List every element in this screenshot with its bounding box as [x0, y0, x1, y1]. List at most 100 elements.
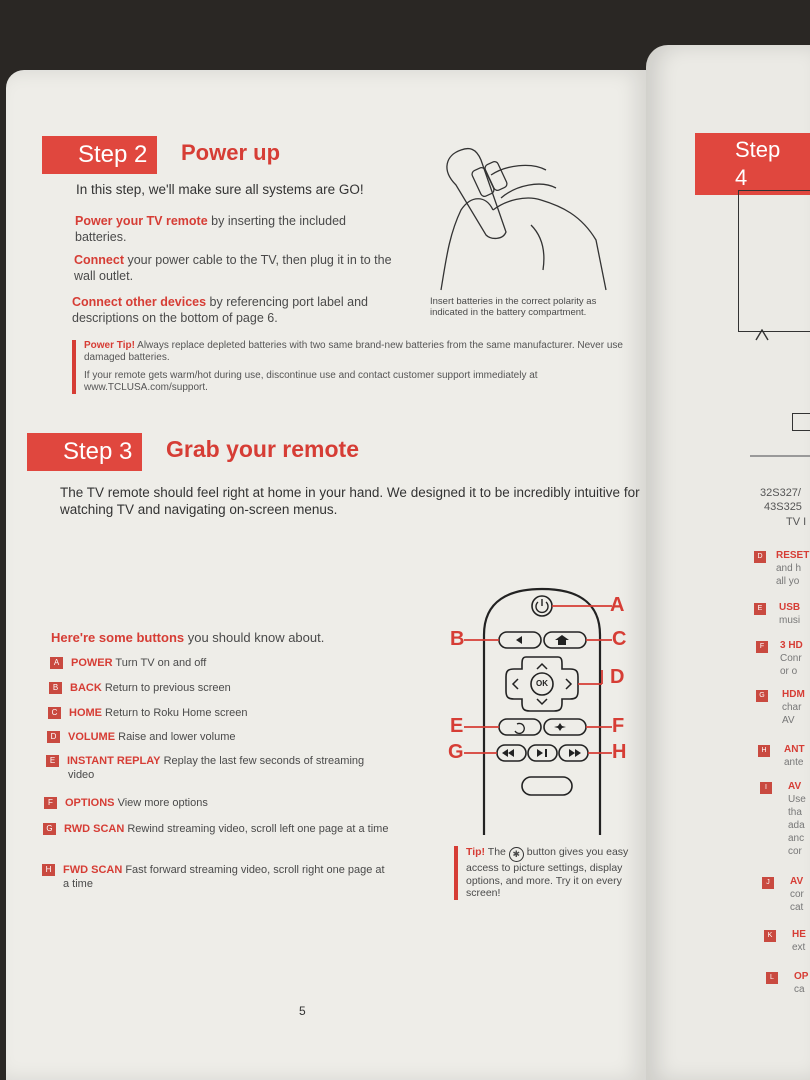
letter-badge: E: [46, 755, 59, 767]
replay-button: [498, 718, 542, 736]
remote-label-f: F: [612, 715, 625, 737]
button-desc: Return to previous screen: [101, 682, 231, 694]
right-letter-l: L: [766, 972, 778, 984]
right-item-title: ANT: [784, 744, 805, 755]
right-item-title: RESET: [776, 550, 810, 561]
right-item-title: OP: [794, 971, 809, 982]
ok-button: [530, 672, 554, 696]
right-letter-j: J: [762, 877, 774, 889]
right-item-title: HE: [792, 929, 806, 940]
buttons-heading-rest: you should know about.: [184, 630, 325, 645]
battery-caption: Insert batteries in the correct polarity…: [430, 296, 597, 318]
right-item-d: RESET and h all yo: [776, 549, 809, 588]
button-item-e: E INSTANT REPLAY Replay the last few seco…: [46, 754, 393, 782]
play-pause-button: [527, 744, 558, 762]
right-item-g: HDM char AV: [782, 688, 805, 727]
button-desc: Raise and lower volume: [115, 731, 236, 743]
right-item-line: ca: [794, 984, 805, 995]
button-name: VOLUME: [68, 731, 116, 743]
model-text-2: 43S325: [764, 501, 802, 513]
right-item-line: ext: [792, 942, 806, 953]
button-name: BACK: [70, 682, 102, 694]
model-text-1: 32S327/: [760, 487, 801, 499]
letter-badge: G: [43, 823, 56, 835]
mic-button: [521, 776, 573, 796]
letter-badge: A: [50, 657, 63, 669]
step2-p2-rest: your power cable to the TV, then plug it…: [74, 253, 392, 283]
right-item-f: 3 HD Conr or o: [780, 639, 803, 678]
letter-badge: D: [47, 731, 60, 743]
remote-tip-pre: The: [485, 846, 509, 858]
right-item-line: musi: [779, 615, 801, 626]
right-item-k: HE ext: [792, 928, 806, 954]
right-letter-h: H: [758, 745, 770, 757]
right-item-line: ada: [788, 820, 805, 831]
button-name: RWD SCAN: [64, 823, 125, 835]
step2-p3-strong: Connect other devices: [72, 295, 207, 309]
step2-badge: Step 2: [42, 136, 158, 174]
right-item-line: ante: [784, 757, 804, 768]
right-item-line: Conr: [780, 653, 802, 664]
button-desc: Turn TV on and off: [112, 657, 207, 669]
right-item-line: Use: [788, 794, 806, 805]
right-item-line: all yo: [776, 576, 800, 587]
step2-p1: Power your TV remote by inserting the in…: [75, 213, 395, 245]
button-item-a: A POWER Turn TV on and off: [50, 656, 380, 670]
right-item-i: AV Use tha ada anc cor: [788, 780, 806, 858]
right-item-line: cor: [788, 846, 802, 857]
step3-intro: The TV remote should feel right at home …: [60, 485, 640, 517]
step2-p2-strong: Connect: [74, 253, 124, 267]
power-tip-label: Power Tip!: [84, 340, 135, 351]
button-name: FWD SCAN: [63, 864, 123, 876]
buttons-heading-strong: Here're some buttons: [51, 630, 185, 645]
right-letter-k: K: [764, 930, 776, 942]
power-tip-line1: Power Tip! Always replace depleted batte…: [84, 340, 644, 364]
right-item-line: or o: [780, 666, 798, 677]
right-item-line: AV: [782, 715, 795, 726]
button-item-d: D VOLUME Raise and lower volume: [47, 730, 377, 744]
step3-title: Grab your remote: [166, 436, 359, 462]
power-tip-text2: If your remote gets warm/hot during use,…: [84, 370, 538, 393]
remote-label-g: G: [448, 741, 464, 763]
model-text-3: TV I: [786, 516, 807, 528]
right-item-title: USB: [779, 602, 801, 613]
step2-p2: Connect your power cable to the TV, then…: [74, 252, 394, 284]
letter-badge: C: [48, 707, 61, 719]
right-item-title: HDM: [782, 689, 805, 700]
remote-label-a: A: [610, 594, 625, 616]
right-item-line: anc: [788, 833, 805, 844]
right-page: Step 4 32S327/ 43S325 TV I D RESET and h…: [646, 45, 810, 1080]
page-number: 5: [299, 1004, 306, 1018]
divider-line: [750, 455, 810, 457]
right-item-l: OP ca: [794, 970, 808, 996]
step2-intro: In this step, we'll make sure all system…: [76, 182, 364, 197]
button-name: POWER: [71, 657, 113, 669]
step3-badge: Step 3: [27, 433, 143, 471]
tv-illustration: [738, 190, 810, 332]
right-item-e: USB musi: [779, 601, 800, 627]
button-desc: Replay the last few seconds of streaming…: [68, 755, 365, 781]
button-desc: Return to Roku Home screen: [102, 707, 248, 719]
battery-insert-illustration: [440, 147, 607, 291]
right-item-line: cat: [790, 902, 804, 913]
button-desc: View more options: [114, 797, 208, 809]
step2-title: Power up: [181, 140, 281, 165]
remote-outline: [482, 587, 602, 835]
button-desc: Rewind streaming video, scroll left one …: [124, 823, 389, 835]
step2-p3: Connect other devices by referencing por…: [72, 294, 397, 326]
right-item-title: AV: [788, 781, 802, 792]
step4-badge: Step 4: [695, 133, 810, 195]
dpad: [505, 656, 579, 712]
remote-label-c: C: [612, 628, 627, 650]
step2-p1-rest: by inserting the included batteries.: [75, 214, 346, 244]
button-name: INSTANT REPLAY: [67, 755, 161, 767]
right-item-line: and h: [776, 563, 802, 574]
power-tip-box: Power Tip! Always replace depleted batte…: [72, 340, 644, 394]
step2-p3-rest: by referencing port label and descriptio…: [72, 295, 368, 325]
button-name: OPTIONS: [65, 797, 115, 809]
button-item-g: G RWD SCAN Rewind streaming video, scroll…: [43, 822, 394, 836]
power-tip-text1: Always replace depleted batteries with t…: [84, 340, 623, 363]
